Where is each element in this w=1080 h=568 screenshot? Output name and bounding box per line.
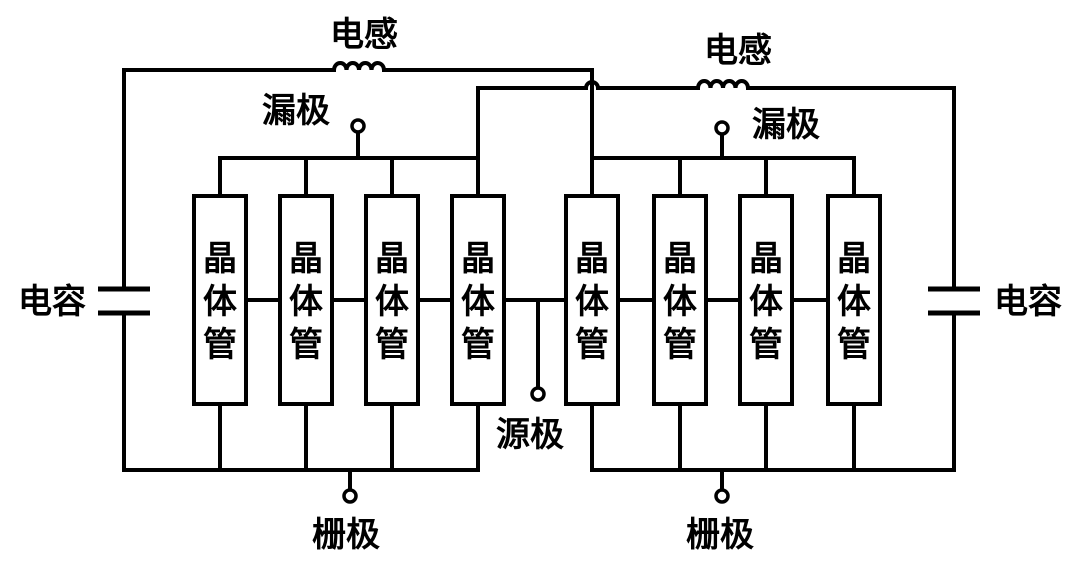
transistor-6: 晶 体 管 xyxy=(652,194,708,406)
wires xyxy=(122,68,956,492)
source-terminal xyxy=(530,386,546,402)
transistor-label-char: 晶 xyxy=(749,239,783,279)
transistor-label-char: 管 xyxy=(575,325,609,365)
transistor-label-char: 体 xyxy=(289,282,323,322)
transistor-label-char: 体 xyxy=(749,282,783,322)
capacitor-right-label: 电容 xyxy=(994,282,1062,322)
transistor-label-char: 晶 xyxy=(375,239,409,279)
transistor-8: 晶 体 管 xyxy=(826,194,882,406)
capacitor-right xyxy=(928,286,980,316)
transistor-label-char: 管 xyxy=(461,325,495,365)
transistor-4: 晶 体 管 xyxy=(450,194,506,406)
drain-right-label: 漏极 xyxy=(752,105,820,145)
drain-left-label: 漏极 xyxy=(262,91,330,131)
transistor-7: 晶 体 管 xyxy=(738,194,794,406)
transistor-label-char: 管 xyxy=(203,325,237,365)
transistor-label-char: 晶 xyxy=(837,239,871,279)
capacitor-left-label: 电容 xyxy=(18,282,86,322)
inductor-right xyxy=(696,79,750,89)
transistor-label-char: 管 xyxy=(749,325,783,365)
transistor-label-char: 管 xyxy=(837,325,871,365)
transistor-3: 晶 体 管 xyxy=(364,194,420,406)
inductor-left xyxy=(332,61,386,71)
gate-left-terminal xyxy=(342,488,358,504)
drain-right-terminal xyxy=(714,120,730,136)
transistor-label-char: 体 xyxy=(203,282,237,322)
transistor-label-char: 体 xyxy=(837,282,871,322)
transistor-1: 晶 体 管 xyxy=(192,194,248,406)
transistor-label-char: 晶 xyxy=(289,239,323,279)
transistor-label-char: 管 xyxy=(375,325,409,365)
gate-right-terminal xyxy=(714,488,730,504)
transistor-label-char: 管 xyxy=(663,325,697,365)
transistor-5: 晶 体 管 xyxy=(564,194,620,406)
transistor-label-char: 体 xyxy=(575,282,609,322)
transistor-label-char: 晶 xyxy=(575,239,609,279)
gate-left-label: 栅极 xyxy=(312,515,380,555)
transistor-label-char: 晶 xyxy=(663,239,697,279)
transistor-label-char: 体 xyxy=(375,282,409,322)
transistor-label-char: 体 xyxy=(663,282,697,322)
inductor-right-label: 电感 xyxy=(704,31,772,71)
capacitor-left xyxy=(98,286,150,316)
transistor-label-char: 晶 xyxy=(203,239,237,279)
inductor-left-label: 电感 xyxy=(330,15,398,55)
transistor-label-char: 晶 xyxy=(461,239,495,279)
source-label: 源极 xyxy=(496,415,564,455)
transistor-2: 晶 体 管 xyxy=(278,194,334,406)
drain-left-terminal xyxy=(350,118,366,134)
transistor-label-char: 管 xyxy=(289,325,323,365)
gate-right-label: 栅极 xyxy=(686,515,754,555)
transistor-label-char: 体 xyxy=(461,282,495,322)
